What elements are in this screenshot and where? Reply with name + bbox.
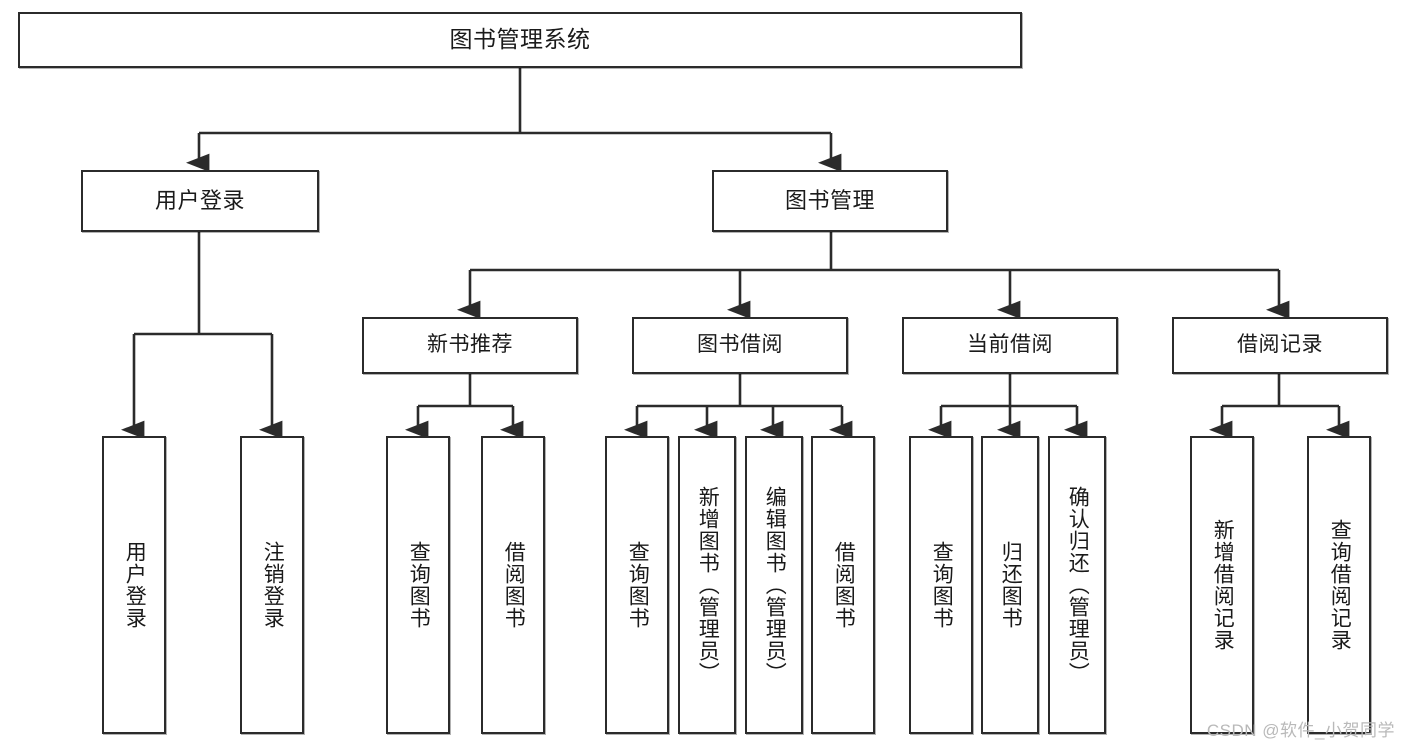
node-label: 图书管理	[784, 188, 875, 214]
node-label: 新增图书（管理员）	[696, 486, 720, 684]
node-label: 用户登录	[154, 188, 245, 214]
node-label: 用户登录	[123, 541, 147, 629]
csdn-watermark: CSDN @软件_小贺同学	[1206, 721, 1395, 740]
node-label: 新增借阅记录	[1211, 519, 1235, 651]
node-label: 归还图书	[999, 541, 1023, 629]
node-leaf-return-book[interactable]: 归还图书	[981, 436, 1039, 734]
node-user-login[interactable]: 用户登录	[81, 170, 319, 232]
node-label: 查询图书	[930, 541, 954, 629]
node-label: 借阅记录	[1237, 333, 1323, 357]
node-label: 注销登录	[261, 541, 285, 629]
node-label: 查询图书	[407, 541, 431, 629]
node-leaf-query-borrow-record[interactable]: 查询借阅记录	[1307, 436, 1371, 734]
node-borrowing-records[interactable]: 借阅记录	[1172, 317, 1388, 374]
node-leaf-logout[interactable]: 注销登录	[240, 436, 304, 734]
node-label: 编辑图书（管理员）	[763, 486, 787, 684]
node-label: 借阅图书	[502, 541, 526, 629]
node-current-borrowing[interactable]: 当前借阅	[902, 317, 1118, 374]
node-leaf-query-book-2[interactable]: 查询图书	[605, 436, 669, 734]
node-new-book-recommendation[interactable]: 新书推荐	[362, 317, 578, 374]
node-leaf-borrow-book-1[interactable]: 借阅图书	[481, 436, 545, 734]
node-leaf-borrow-book-2[interactable]: 借阅图书	[811, 436, 875, 734]
node-leaf-user-login[interactable]: 用户登录	[102, 436, 166, 734]
node-label: 查询借阅记录	[1328, 519, 1352, 651]
node-book-borrowing[interactable]: 图书借阅	[632, 317, 848, 374]
node-label: 图书管理系统	[449, 26, 591, 53]
node-leaf-edit-book-admin[interactable]: 编辑图书（管理员）	[745, 436, 803, 734]
node-leaf-add-book-admin[interactable]: 新增图书（管理员）	[678, 436, 736, 734]
node-leaf-query-book-1[interactable]: 查询图书	[386, 436, 450, 734]
node-label: 新书推荐	[427, 333, 513, 357]
node-leaf-add-borrow-record[interactable]: 新增借阅记录	[1190, 436, 1254, 734]
node-leaf-query-book-3[interactable]: 查询图书	[909, 436, 973, 734]
node-label: 查询图书	[626, 541, 650, 629]
node-book-management[interactable]: 图书管理	[712, 170, 948, 232]
node-label: 当前借阅	[967, 333, 1053, 357]
node-label: 确认归还（管理员）	[1066, 486, 1090, 684]
node-leaf-confirm-return-admin[interactable]: 确认归还（管理员）	[1048, 436, 1106, 734]
node-root-book-management-system[interactable]: 图书管理系统	[18, 12, 1022, 68]
node-label: 借阅图书	[832, 541, 856, 629]
node-label: 图书借阅	[697, 333, 783, 357]
